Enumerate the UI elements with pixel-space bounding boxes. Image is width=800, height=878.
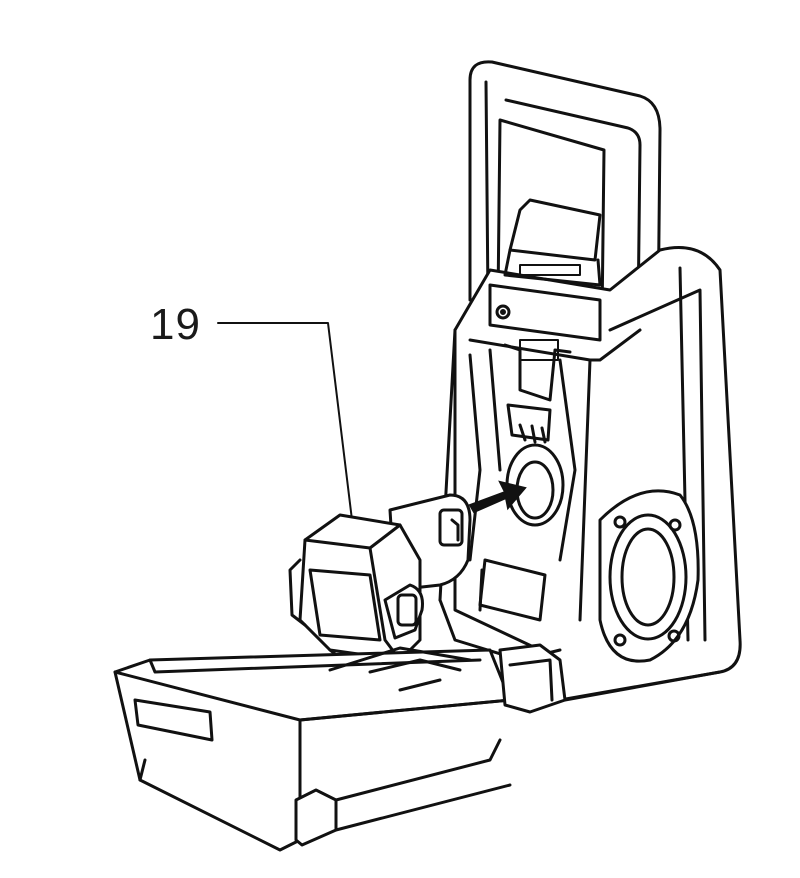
speaker-grille [598,489,700,663]
insert-arrow [468,480,527,514]
hinge-base [498,643,722,714]
part-number-label: 19 [150,300,201,349]
battery-door [113,646,512,852]
radio-housing [438,246,742,702]
top-latch [488,198,602,342]
battery-pack [288,493,472,662]
battery-slot [468,339,577,622]
callout-leader [217,322,353,521]
